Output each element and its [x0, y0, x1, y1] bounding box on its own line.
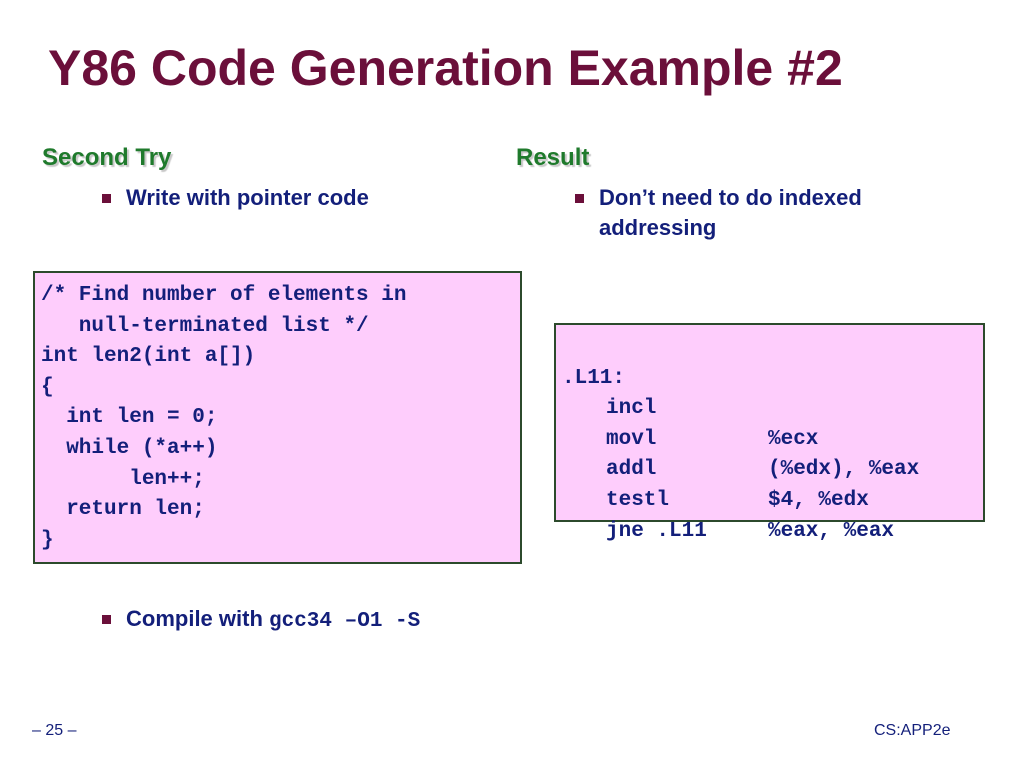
asm-row: jne .L11: [556, 486, 983, 543]
bullet-no-indexed-addressing: Don’t need to do indexed addressing: [575, 183, 862, 243]
asm-row: movl (%edx), %eax: [556, 394, 983, 482]
asm-args: $4, %edx: [768, 488, 869, 512]
code-line: /* Find number of elements in: [41, 284, 407, 307]
asm-op: jne .L11: [606, 519, 707, 543]
asm-row: testl %eax, %eax: [556, 455, 983, 543]
asm-args: %ecx: [768, 427, 819, 451]
asm-op: movl: [606, 427, 657, 451]
compile-command: gcc34 –O1 -S: [269, 610, 421, 633]
asm-args: (%edx), %eax: [768, 458, 920, 482]
asm-args: %eax, %eax: [768, 519, 895, 543]
asm-op: incl: [606, 397, 657, 421]
code-line: }: [41, 528, 54, 552]
bullet-text-line1: Don’t need to do indexed: [599, 185, 862, 210]
code-line: while (*a++): [41, 436, 218, 460]
bullet-square-icon: [575, 194, 584, 203]
bullet-text-line2: addressing: [599, 215, 717, 240]
course-label: CS:APP2e: [874, 722, 951, 739]
page-number: – 25 –: [32, 722, 77, 739]
code-line: int len = 0;: [41, 406, 218, 430]
asm-row: addl $4, %edx: [556, 425, 983, 512]
code-line: null-terminated list */: [41, 314, 369, 338]
bullet-square-icon: [102, 615, 111, 624]
asm-code-box: .L11: incl %ecx movl (%edx), %eax addl $…: [554, 323, 985, 543]
asm-op: addl: [606, 458, 657, 482]
code-line: int len2(int a[]): [41, 345, 256, 369]
code-line: {: [41, 375, 54, 399]
bullet-compile-with: Compile with gcc34 –O1 -S: [102, 604, 421, 637]
asm-label-row: .L11:: [556, 333, 983, 390]
bullet-text: Write with pointer code: [126, 185, 369, 210]
bullet-square-icon: [102, 194, 111, 203]
asm-label: .L11:: [562, 366, 626, 390]
bullet-write-pointer-code: Write with pointer code: [102, 183, 369, 213]
heading-second-try: Second Try: [42, 144, 172, 171]
code-line: len++;: [41, 467, 205, 491]
asm-op: testl: [606, 488, 670, 512]
c-code-box: /* Find number of elements in null-termi…: [33, 271, 522, 564]
slide-title: Y86 Code Generation Example #2: [48, 40, 843, 96]
code-line: return len;: [41, 498, 205, 522]
asm-row: incl %ecx: [556, 364, 983, 451]
bullet-text: Compile with: [126, 606, 269, 631]
heading-result: Result: [516, 144, 590, 171]
